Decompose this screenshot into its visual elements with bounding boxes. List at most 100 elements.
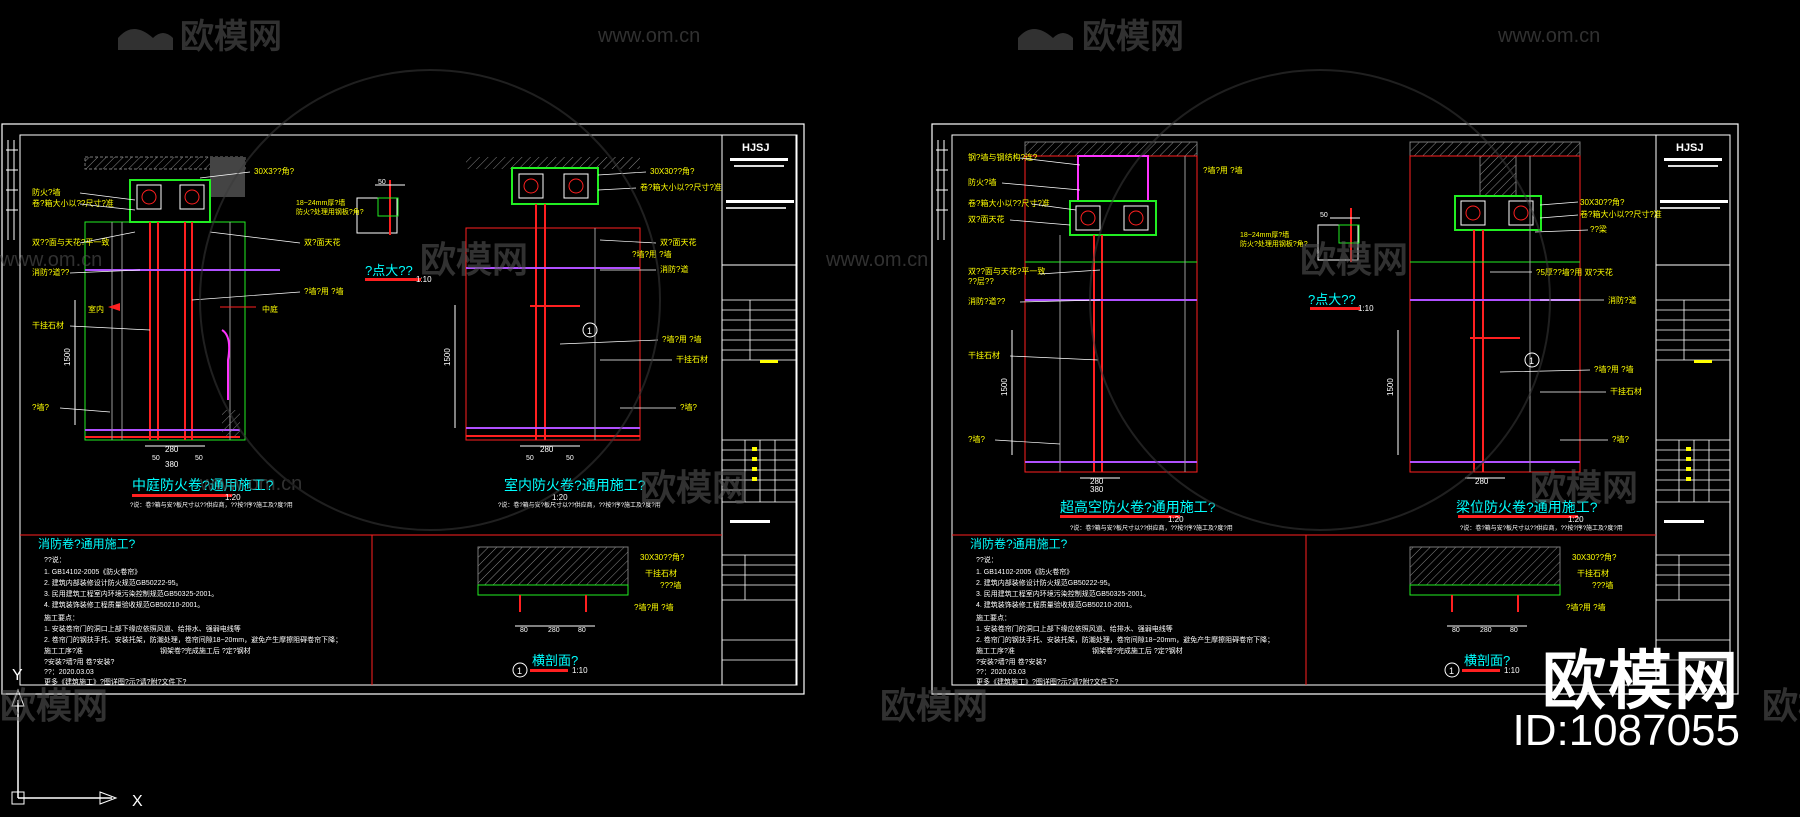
svg-text:80: 80: [520, 627, 528, 634]
svg-text:施工工序?准: 施工工序?准: [976, 646, 1015, 655]
sheet-1-detail-a: 1500 280 50 50 380 30X3??角? 防火?墙 卷?箱大小以?…: [32, 156, 344, 509]
watermark-logo-text: 欧模网: [420, 240, 528, 281]
svg-text:中庭: 中庭: [262, 304, 278, 314]
svg-text:1:10: 1:10: [572, 666, 588, 675]
detail-b-title: 梁位防火卷?通用施工?: [1456, 499, 1598, 515]
svg-text:18~24mm厚?墙: 18~24mm厚?墙: [296, 198, 345, 207]
detail-a-note: ?说：卷?箱与安?板尺寸以??供应商，??按?序?施工及?度?用: [130, 501, 293, 509]
svg-text:?说：卷?箱与安?板尺寸以??供应商，??按?序?施工及?度: ?说：卷?箱与安?板尺寸以??供应商，??按?序?施工及?度?用: [498, 501, 661, 509]
svg-text:防火?处理用钢板?角?: 防火?处理用钢板?角?: [1240, 239, 1308, 248]
svg-text:50: 50: [566, 455, 574, 462]
notes-lines: 1. GB14102-2005《防火卷帘》 2. 建筑内部装修设计防火规范GB5…: [44, 567, 342, 686]
sheet-1-inner-frame: [19, 134, 798, 686]
svg-text:1: 1: [1449, 666, 1454, 676]
svg-text:?墙?: ?墙?: [680, 402, 697, 412]
sheet-2-section: 80 280 80 30X30??角? 干挂石材 ???墙 ?墙?用 ?墙 1 …: [1409, 546, 1617, 678]
svg-text:1:20: 1:20: [552, 493, 568, 502]
dim-label: 380: [165, 460, 179, 469]
svg-text:消防?道??: 消防?道??: [968, 296, 1006, 306]
svg-text:80: 80: [578, 627, 586, 634]
svg-text:2. 卷帘门的钢扶手托、安装托架，防潮处理，卷帘间隙18~2: 2. 卷帘门的钢扶手托、安装托架，防潮处理，卷帘间隙18~20mm，避免产生摩擦…: [44, 635, 342, 644]
svg-text:?说：卷?箱与安?板尺寸以??供应商，??按?序?施工及?度: ?说：卷?箱与安?板尺寸以??供应商，??按?序?施工及?度?用: [1070, 524, 1233, 532]
svg-text:双??面与天花?平一致: 双??面与天花?平一致: [32, 237, 109, 247]
watermark-logo-text: 欧模网: [1300, 240, 1408, 281]
svg-text:1. GB14102-2005《防火卷帘》: 1. GB14102-2005《防火卷帘》: [44, 567, 141, 576]
svg-text:施工要点：: 施工要点：: [976, 613, 1011, 622]
sheet-2-title-block: HJSJ: [1655, 135, 1731, 685]
svg-text:???墙: ???墙: [660, 580, 681, 590]
svg-text:1: 1: [517, 666, 522, 676]
sheet-1-outer-frame: [1, 123, 805, 695]
watermark-url: www.om.cn: [1497, 25, 1600, 47]
svg-text:80: 80: [1510, 627, 1518, 634]
svg-text:1: 1: [1529, 356, 1534, 366]
sheet-1-node-detail: 50 18~24mm厚?墙 防火?处理用钢板?角? ?点大?? 1:10: [296, 179, 432, 284]
svg-text:18~24mm厚?墙: 18~24mm厚?墙: [1240, 230, 1289, 239]
svg-text:消防?道: 消防?道: [660, 264, 688, 274]
svg-text:1:10: 1:10: [1504, 666, 1520, 675]
svg-text:?说：卷?箱与安?板尺寸以??供应商，??按?序?施工及?度: ?说：卷?箱与安?板尺寸以??供应商，??按?序?施工及?度?用: [1460, 524, 1623, 532]
detail-a-labels: 30X3??角? 防火?墙 卷?箱大小以??尺寸?准 双??面与天花?平一致 消…: [32, 166, 344, 412]
watermark-logo-text: 欧模网: [1530, 468, 1638, 509]
svg-text:30X30??角?: 30X30??角?: [1572, 552, 1617, 562]
ucs-y-label: Y: [12, 667, 23, 684]
watermarks: 欧模网 www.om.cn 欧模网 www.om.cn 欧模网 欧模网 www.…: [0, 17, 1800, 727]
svg-text:欧模网: 欧模网: [1082, 17, 1184, 57]
svg-text:干挂石材: 干挂石材: [968, 350, 1000, 360]
svg-text:??梁: ??梁: [1590, 225, 1607, 234]
svg-text:欧模网: 欧模网: [180, 17, 282, 57]
svg-text:卷?箱大小以??尺寸?准: 卷?箱大小以??尺寸?准: [640, 182, 722, 192]
svg-text:?墙?用 ?墙: ?墙?用 ?墙: [632, 249, 672, 259]
sheet-1-notes: 消防卷?通用施工? ??说： 1. GB14102-2005《防火卷帘》 2. …: [38, 536, 342, 686]
watermark-url: www.om.cn: [597, 25, 700, 47]
svg-text:干挂石材: 干挂石材: [1610, 386, 1642, 396]
svg-text:双?面天花: 双?面天花: [660, 237, 696, 247]
sheet-2-detail-b: 1 1500 280 30X30??角? 卷?箱大小以??尺寸?准 ??梁 ?5…: [1386, 141, 1662, 532]
detail-a-title: 超高空防火卷?通用施工?: [1060, 499, 1216, 515]
node-title: ?点大??: [1308, 292, 1356, 307]
svg-text:1:20: 1:20: [1568, 515, 1584, 524]
watermark-logo-text: 欧模网: [880, 686, 988, 727]
dim-label: 50: [152, 455, 160, 462]
svg-text:干挂石材: 干挂石材: [676, 354, 708, 364]
detail-b-title: 室内防火卷?通用施工?: [504, 477, 646, 493]
svg-text:双?面天花: 双?面天花: [968, 214, 1004, 224]
svg-text:280: 280: [540, 445, 554, 454]
watermark-logo-text: 欧模网: [1762, 686, 1800, 727]
svg-text:??：2020.03.03: ??：2020.03.03: [44, 669, 94, 676]
svg-text:2. 建筑内部装修设计防火规范GB50222-95。: 2. 建筑内部装修设计防火规范GB50222-95。: [44, 578, 182, 587]
svg-text:2. 卷帘门的钢扶手托、安装托架，防潮处理，卷帘间隙18~2: 2. 卷帘门的钢扶手托、安装托架，防潮处理，卷帘间隙18~20mm，避免产生摩擦…: [976, 635, 1274, 644]
svg-text:1:10: 1:10: [1358, 304, 1374, 313]
svg-text:消防?道??: 消防?道??: [32, 267, 70, 277]
svg-text:?墙?用 ?墙: ?墙?用 ?墙: [662, 334, 702, 344]
detail-a-title: 中庭防火卷?通用施工?: [132, 477, 274, 493]
svg-text:?墙?用 ?墙: ?墙?用 ?墙: [1594, 364, 1634, 374]
svg-text:4. 建筑装饰装修工程质量验收规范GB50210-2001。: 4. 建筑装饰装修工程质量验收规范GB50210-2001。: [44, 600, 204, 609]
svg-text:80: 80: [1452, 627, 1460, 634]
sheet-1: HJSJ: [1, 123, 805, 695]
watermark-logo-text: 欧模网: [0, 686, 108, 727]
svg-text:1:20: 1:20: [1168, 515, 1184, 524]
svg-text:1500: 1500: [443, 348, 452, 366]
svg-text:??说：: ??说：: [976, 555, 998, 564]
svg-text:1. GB14102-2005《防火卷帘》: 1. GB14102-2005《防火卷帘》: [976, 567, 1073, 576]
svg-text:30X30??角?: 30X30??角?: [1580, 197, 1625, 207]
svg-text:钢?墙与钢结构?连?: 钢?墙与钢结构?连?: [968, 152, 1038, 162]
svg-text:卷?箱大小以??尺寸?准: 卷?箱大小以??尺寸?准: [1580, 209, 1662, 219]
ucs-x-label: X: [132, 793, 143, 810]
sheet-2-detail-a: 1500 280 380 ?墙?用 ?墙 钢?墙与钢结构?连? 防火?墙 卷?箱…: [968, 141, 1243, 532]
notes-heading: 消防卷?通用施工?: [38, 536, 136, 551]
sheet-2-outer-frame: [931, 123, 1739, 695]
svg-text:1500: 1500: [1000, 378, 1009, 396]
watermark-logo: 欧模网: [118, 17, 282, 57]
svg-text:280: 280: [1090, 477, 1104, 486]
svg-text:1500: 1500: [1386, 378, 1395, 396]
svg-text:钢架卷?完成施工后 ?定?钢材: 钢架卷?完成施工后 ?定?钢材: [1092, 646, 1183, 655]
svg-text:50: 50: [526, 455, 534, 462]
svg-text:50: 50: [378, 179, 386, 186]
svg-text:?墙?用 ?墙: ?墙?用 ?墙: [1566, 602, 1606, 612]
svg-text:防火?墙: 防火?墙: [32, 187, 60, 197]
sheet-2: HJSJ: [931, 123, 1739, 695]
svg-text:1:10: 1:10: [416, 275, 432, 284]
